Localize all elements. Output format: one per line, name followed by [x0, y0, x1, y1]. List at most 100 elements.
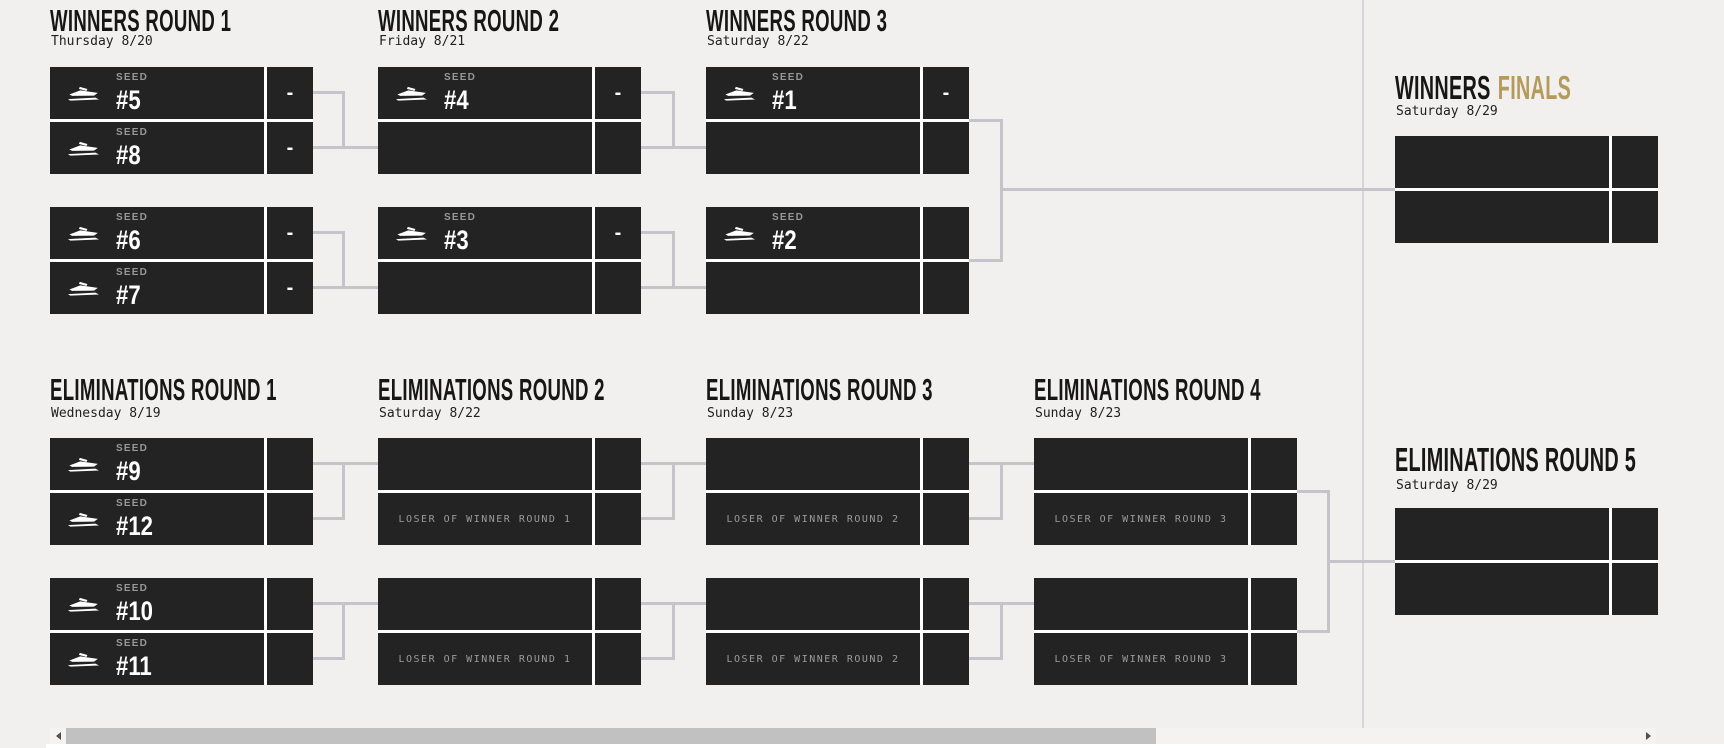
match-slot-seed9[interactable]: SEED #9 [50, 438, 313, 490]
match-e1-a: SEED #9 SEED #12 [50, 438, 313, 545]
score-box [595, 578, 641, 630]
match-slot-placeholder[interactable]: LOSER OF WINNER ROUND 2 [706, 633, 969, 685]
seed-label: SEED [116, 126, 149, 138]
match-slot-seed1[interactable]: SEED #1 - [706, 67, 969, 119]
scroll-right-button[interactable] [1640, 728, 1656, 744]
competitor-box [378, 122, 592, 174]
connector-line [1297, 630, 1330, 633]
match-slot-empty[interactable] [706, 578, 969, 630]
competitor-box [378, 438, 592, 490]
competitor-box: LOSER OF WINNER ROUND 3 [1034, 493, 1248, 545]
connector-line [311, 231, 345, 234]
elims-round1-title: ELIMINATIONS ROUND 1 [50, 372, 277, 407]
match-slot-seed11[interactable]: SEED #11 [50, 633, 313, 685]
connector-line [311, 91, 345, 94]
match-slot-seed10[interactable]: SEED #10 [50, 578, 313, 630]
connector-line [342, 91, 345, 149]
score-box: - [595, 67, 641, 119]
winners-round2-date: Friday 8/21 [379, 34, 466, 49]
match-slot-placeholder[interactable]: LOSER OF WINNER ROUND 3 [1034, 493, 1297, 545]
match-slot-empty[interactable] [706, 438, 969, 490]
score-box [595, 438, 641, 490]
competitor-box: SEED #7 [50, 262, 264, 314]
match-w1-b: SEED #6 - SEED #7 - [50, 207, 313, 314]
match-slot-empty[interactable] [1034, 578, 1297, 630]
competitor-box [706, 122, 920, 174]
score-box [1251, 438, 1297, 490]
match-winners-finals [1395, 136, 1658, 243]
match-slot-placeholder[interactable]: LOSER OF WINNER ROUND 3 [1034, 633, 1297, 685]
connector-line [342, 462, 345, 520]
connector-line [672, 602, 675, 660]
competitor-box: SEED #5 [50, 67, 264, 119]
seed-label: SEED [116, 442, 149, 454]
match-e4-a: LOSER OF WINNER ROUND 3 [1034, 438, 1297, 545]
match-slot-seed2[interactable]: SEED #2 [706, 207, 969, 259]
seed-label: SEED [772, 71, 805, 83]
match-slot-empty[interactable] [706, 122, 969, 174]
connector-line [1000, 188, 1395, 191]
score-box [267, 438, 313, 490]
match-slot-empty[interactable] [378, 438, 641, 490]
match-slot-placeholder[interactable]: LOSER OF WINNER ROUND 2 [706, 493, 969, 545]
horizontal-scrollbar-thumb[interactable] [66, 728, 1156, 744]
connector-line [672, 231, 675, 289]
connector-line [342, 602, 345, 660]
connector-line [967, 657, 1003, 660]
competitor-box [706, 262, 920, 314]
connector-line [311, 146, 378, 149]
winners-round2-title: WINNERS ROUND 2 [378, 3, 560, 38]
scroll-left-arrow-icon [55, 732, 61, 740]
match-slot-empty[interactable] [1395, 136, 1658, 188]
match-e4-b: LOSER OF WINNER ROUND 3 [1034, 578, 1297, 685]
match-slot-empty[interactable] [378, 578, 641, 630]
placeholder-label: LOSER OF WINNER ROUND 3 [1054, 513, 1228, 525]
competitor-box: SEED #4 [378, 67, 592, 119]
elims-round2-title: ELIMINATIONS ROUND 2 [378, 372, 605, 407]
connector-line [639, 286, 706, 289]
competitor-box: SEED #2 [706, 207, 920, 259]
connector-line [639, 657, 675, 660]
jetski-icon [67, 85, 103, 102]
match-slot-empty[interactable] [1395, 508, 1658, 560]
elims-round5-date: Saturday 8/29 [1396, 478, 1498, 493]
match-slot-seed6[interactable]: SEED #6 - [50, 207, 313, 259]
match-slot-placeholder[interactable]: LOSER OF WINNER ROUND 1 [378, 493, 641, 545]
match-slot-seed5[interactable]: SEED #5 - [50, 67, 313, 119]
match-slot-empty[interactable] [706, 262, 969, 314]
match-slot-seed3[interactable]: SEED #3 - [378, 207, 641, 259]
competitor-box: SEED #6 [50, 207, 264, 259]
score-box [923, 493, 969, 545]
seed-label: SEED [116, 497, 149, 509]
connector-line [1000, 602, 1003, 660]
match-slot-empty[interactable] [378, 262, 641, 314]
score-box [1251, 578, 1297, 630]
match-slot-empty[interactable] [1395, 563, 1658, 615]
score-box [1612, 508, 1658, 560]
connector-line [311, 517, 345, 520]
competitor-box: SEED #3 [378, 207, 592, 259]
match-slot-seed8[interactable]: SEED #8 - [50, 122, 313, 174]
competitor-box: LOSER OF WINNER ROUND 3 [1034, 633, 1248, 685]
match-slot-seed7[interactable]: SEED #7 - [50, 262, 313, 314]
connector-line [967, 119, 1003, 122]
match-slot-empty[interactable] [1034, 438, 1297, 490]
match-slot-seed12[interactable]: SEED #12 [50, 493, 313, 545]
match-slot-empty[interactable] [1395, 191, 1658, 243]
match-e1-b: SEED #10 SEED #11 [50, 578, 313, 685]
jetski-icon [67, 511, 103, 528]
placeholder-label: LOSER OF WINNER ROUND 2 [726, 653, 900, 665]
elims-round2-date: Saturday 8/22 [379, 406, 481, 421]
match-slot-empty[interactable] [378, 122, 641, 174]
match-w2-b: SEED #3 - [378, 207, 641, 314]
match-slot-seed4[interactable]: SEED #4 - [378, 67, 641, 119]
score-box [1251, 493, 1297, 545]
match-slot-placeholder[interactable]: LOSER OF WINNER ROUND 1 [378, 633, 641, 685]
elims-round5-title: ELIMINATIONS ROUND 5 [1395, 441, 1637, 478]
competitor-box [1034, 438, 1248, 490]
winners-round1-title: WINNERS ROUND 1 [50, 3, 232, 38]
scroll-left-button[interactable] [50, 728, 66, 744]
seed-number: #8 [116, 139, 141, 170]
seed-number: #10 [116, 595, 153, 626]
